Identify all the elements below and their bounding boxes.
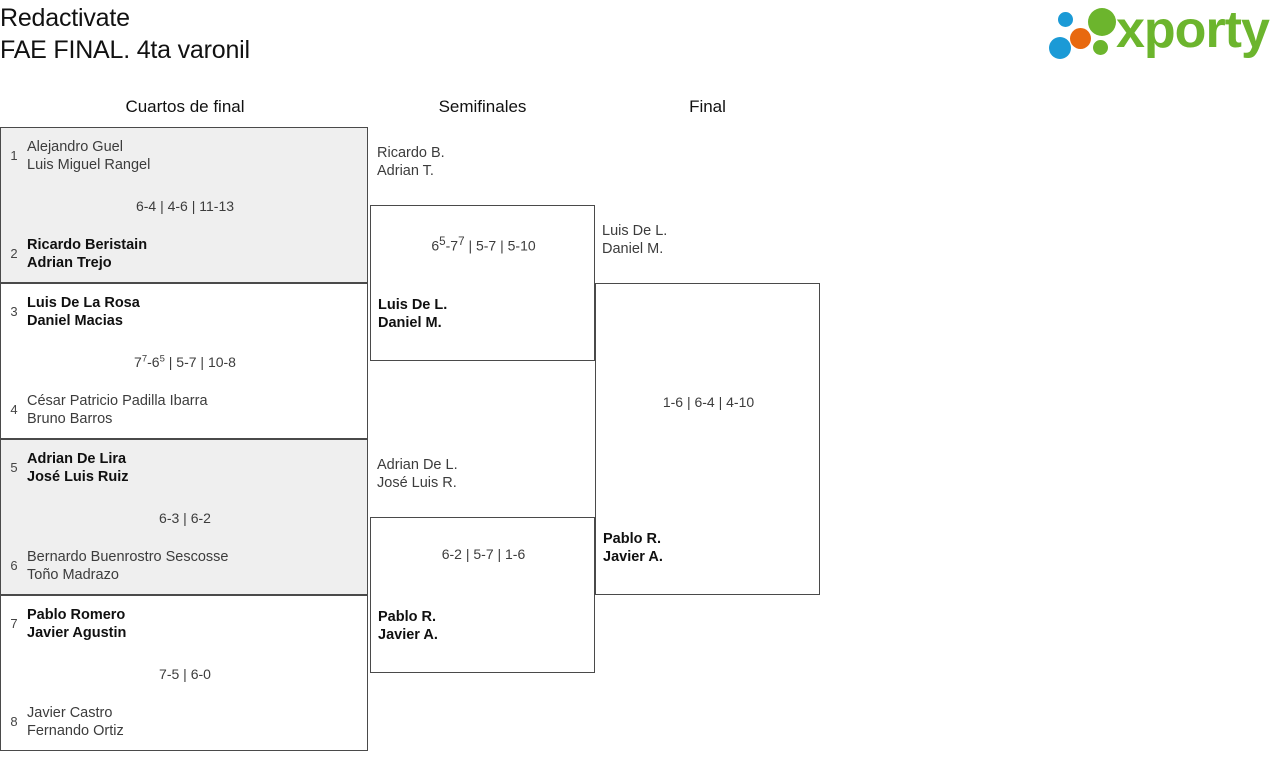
xporty-logo[interactable]: xporty (1040, 1, 1272, 62)
score-set1-tiebreak: 7 (141, 353, 148, 365)
player-name: Adrian De Lira (27, 450, 127, 467)
player-name: Adrian T. (377, 163, 434, 179)
player-name: Luis De L. (602, 222, 668, 239)
seed-number: 6 (10, 558, 18, 573)
player-name: Adrian Trejo (27, 255, 112, 271)
seed-number: 7 (10, 616, 18, 631)
seed-number: 8 (10, 714, 18, 729)
round-header-final: Final (689, 97, 726, 116)
match-qf-1[interactable]: 1 Alejandro Guel Luis Miguel Rangel 6-4 … (0, 127, 368, 283)
seed-number: 1 (10, 148, 18, 163)
score-set1-opp-game: -6 (147, 354, 160, 370)
score-set1-tiebreak: 5 (439, 235, 446, 248)
logo-wordmark: xporty (1116, 1, 1270, 59)
seed-number: 2 (10, 246, 18, 261)
match-qf-1-score: 6-4 | 4-6 | 11-13 (135, 198, 235, 214)
match-qf-2-team-bottom[interactable]: 4 César Patricio Padilla Ibarra Bruno Ba… (1, 390, 369, 430)
logo-dot-orange-icon (1070, 28, 1091, 49)
player-name: Daniel M. (602, 241, 664, 257)
tournament-category: FAE FINAL. 4ta varonil (0, 36, 250, 64)
match-qf-4[interactable]: 7 Pablo Romero Javier Agustin 7-5 | 6-0 … (0, 595, 368, 751)
score-remaining-sets: | 5-7 | 5-10 (464, 237, 536, 254)
score-set1-game: 6 (431, 237, 440, 254)
match-qf-3[interactable]: 5 Adrian De Lira José Luis Ruiz 6-3 | 6-… (0, 439, 368, 595)
match-qf-3-score: 6-3 | 6-2 (159, 510, 211, 526)
player-name: Daniel Macias (27, 313, 123, 329)
match-final-team-top[interactable]: Luis De L. Daniel M. (595, 218, 820, 262)
match-sf-1-team-top[interactable]: Ricardo B. Adrian T. (370, 140, 595, 184)
seed-number: 3 (10, 304, 18, 319)
player-name: Pablo Romero (27, 606, 126, 623)
match-qf-2-score: 77-65 | 5-7 | 10-8 (1, 353, 369, 371)
seed-number: 4 (10, 402, 18, 417)
player-name: Adrian De L. (377, 456, 458, 473)
match-qf-2-team-top[interactable]: 3 Luis De La Rosa Daniel Macias (1, 292, 369, 332)
match-sf-1[interactable]: 65-77 | 5-7 | 5-10 Luis De L. Daniel M. (370, 205, 595, 361)
player-name: Javier Castro (27, 704, 113, 721)
score-set1-game: 7 (134, 354, 142, 370)
seed-number: 5 (10, 460, 18, 475)
player-name: Daniel M. (378, 315, 442, 331)
page-header: Redactivate FAE FINAL. 4ta varonil xport… (0, 0, 1280, 90)
match-final[interactable]: 1-6 | 6-4 | 4-10 Pablo R. Javier A. (595, 283, 820, 595)
match-sf-1-team-bottom[interactable]: Luis De L. Daniel M. (371, 292, 596, 336)
round-headers: Cuartos de final Semifinales Final (0, 94, 1280, 124)
player-name: Bernardo Buenrostro Sescosse (27, 548, 229, 565)
match-sf-2-score: 6-2 | 5-7 | 1-6 (441, 546, 526, 562)
player-name: Fernando Ortiz (27, 723, 124, 739)
score-set1-opp-tiebreak: 7 (458, 235, 465, 248)
champion-name: Javier A. (603, 549, 663, 565)
match-qf-1-team-top[interactable]: 1 Alejandro Guel Luis Miguel Rangel (1, 136, 369, 176)
match-sf-2[interactable]: 6-2 | 5-7 | 1-6 Pablo R. Javier A. (370, 517, 595, 673)
player-name: Pablo R. (378, 608, 437, 625)
match-qf-4-team-bottom[interactable]: 8 Javier Castro Fernando Ortiz (1, 702, 369, 742)
player-name: Toño Madrazo (27, 567, 119, 583)
player-name: Luis De La Rosa (27, 294, 140, 311)
player-name: Luis Miguel Rangel (27, 157, 151, 173)
player-name: José Luis R. (377, 475, 457, 491)
logo-dot-green-large-icon (1088, 8, 1116, 36)
match-final-score: 1-6 | 6-4 | 4-10 (662, 394, 755, 410)
logo-dot-green-small-icon (1093, 40, 1108, 55)
round-header-semifinals: Semifinales (438, 97, 527, 116)
tournament-name: Redactivate (0, 4, 130, 32)
player-name: Javier Agustin (27, 625, 127, 641)
match-sf-2-team-bottom[interactable]: Pablo R. Javier A. (371, 604, 596, 648)
score-remaining-sets: | 5-7 | 10-8 (164, 354, 236, 370)
match-qf-4-score: 7-5 | 6-0 (159, 666, 211, 682)
logo-dot-blue-large-icon (1049, 37, 1071, 59)
player-name: César Patricio Padilla Ibarra (27, 392, 208, 409)
match-qf-3-team-top[interactable]: 5 Adrian De Lira José Luis Ruiz (1, 448, 369, 488)
match-qf-3-team-bottom[interactable]: 6 Bernardo Buenrostro Sescosse Toño Madr… (1, 546, 369, 586)
match-sf-2-team-top[interactable]: Adrian De L. José Luis R. (370, 452, 595, 496)
tournament-title: Redactivate FAE FINAL. 4ta varonil (0, 2, 250, 66)
player-name: Ricardo Beristain (27, 236, 148, 253)
match-qf-1-team-bottom[interactable]: 2 Ricardo Beristain Adrian Trejo (1, 234, 369, 274)
score-set1-opp-tiebreak: 5 (159, 353, 165, 365)
match-qf-4-team-top[interactable]: 7 Pablo Romero Javier Agustin (1, 604, 369, 644)
player-name: Javier A. (378, 627, 438, 643)
match-sf-1-score: 65-77 | 5-7 | 5-10 (371, 233, 596, 255)
match-qf-2[interactable]: 3 Luis De La Rosa Daniel Macias 77-65 | … (0, 283, 368, 439)
score-set1-opp-game: -7 (445, 237, 459, 254)
player-name: Ricardo B. (377, 144, 445, 161)
logo-dots-icon (1046, 6, 1118, 60)
champion-name: Pablo R. (603, 530, 662, 547)
round-header-quarterfinals: Cuartos de final (125, 97, 245, 116)
player-name: José Luis Ruiz (27, 469, 129, 485)
player-name: Alejandro Guel (27, 138, 123, 155)
match-final-team-bottom[interactable]: Pablo R. Javier A. (596, 526, 821, 570)
player-name: Luis De L. (378, 296, 448, 313)
logo-dot-blue-small-icon (1058, 12, 1073, 27)
player-name: Bruno Barros (27, 411, 113, 427)
